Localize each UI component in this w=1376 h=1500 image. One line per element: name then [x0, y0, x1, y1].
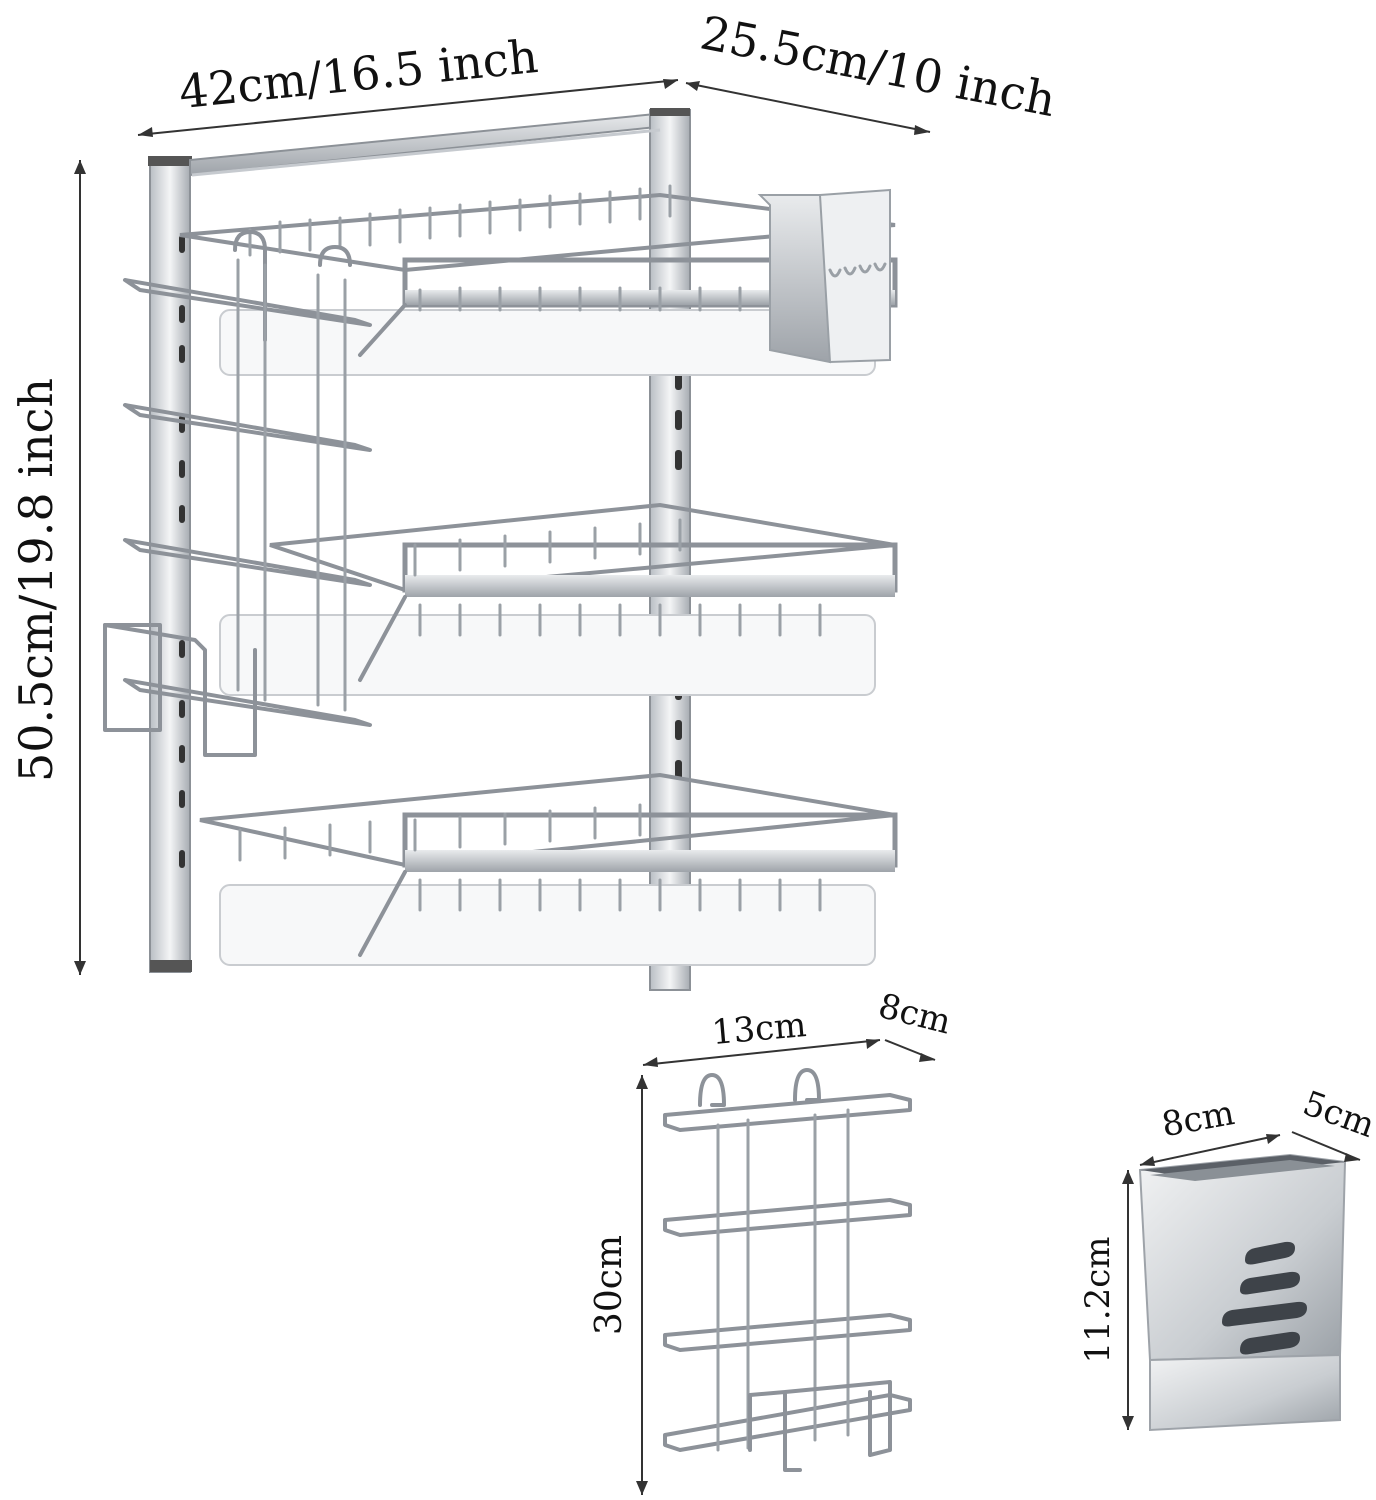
- holder-height-label: 11.2cm: [1078, 1237, 1118, 1364]
- main-rack: [103, 108, 898, 991]
- utensil-holder: [1138, 1153, 1347, 1432]
- holder-depth-label: 5cm: [1298, 1083, 1376, 1146]
- side-width-dimension: 13cm: [642, 1005, 881, 1067]
- rail-slots-left: [179, 235, 185, 868]
- attached-side-rack: [103, 230, 372, 757]
- side-height-label: 30cm: [589, 1235, 630, 1335]
- main-width-label: 42cm/16.5 inch: [176, 29, 540, 119]
- main-height-label: 50.5cm/19.8 inch: [9, 378, 63, 782]
- main-depth-dimension: 25.5cm/10 inch: [685, 5, 1060, 135]
- main-height-dimension: 50.5cm/19.8 inch: [9, 160, 86, 975]
- side-height-dimension: 30cm: [589, 1075, 648, 1495]
- side-width-label: 13cm: [710, 1005, 808, 1053]
- holder-depth-dimension: 5cm: [1291, 1083, 1376, 1162]
- holder-width-dimension: 8cm: [1139, 1093, 1281, 1166]
- side-depth-label: 8cm: [874, 986, 954, 1042]
- main-depth-label: 25.5cm/10 inch: [696, 5, 1060, 127]
- side-rack: [663, 1068, 912, 1472]
- shelf-middle: [219, 502, 898, 696]
- holder-height-dimension: 11.2cm: [1078, 1170, 1134, 1430]
- holder-width-label: 8cm: [1159, 1093, 1238, 1145]
- shelf-top: [179, 184, 898, 376]
- shelf-bottom: [199, 772, 898, 966]
- side-depth-dimension: 8cm: [874, 986, 955, 1062]
